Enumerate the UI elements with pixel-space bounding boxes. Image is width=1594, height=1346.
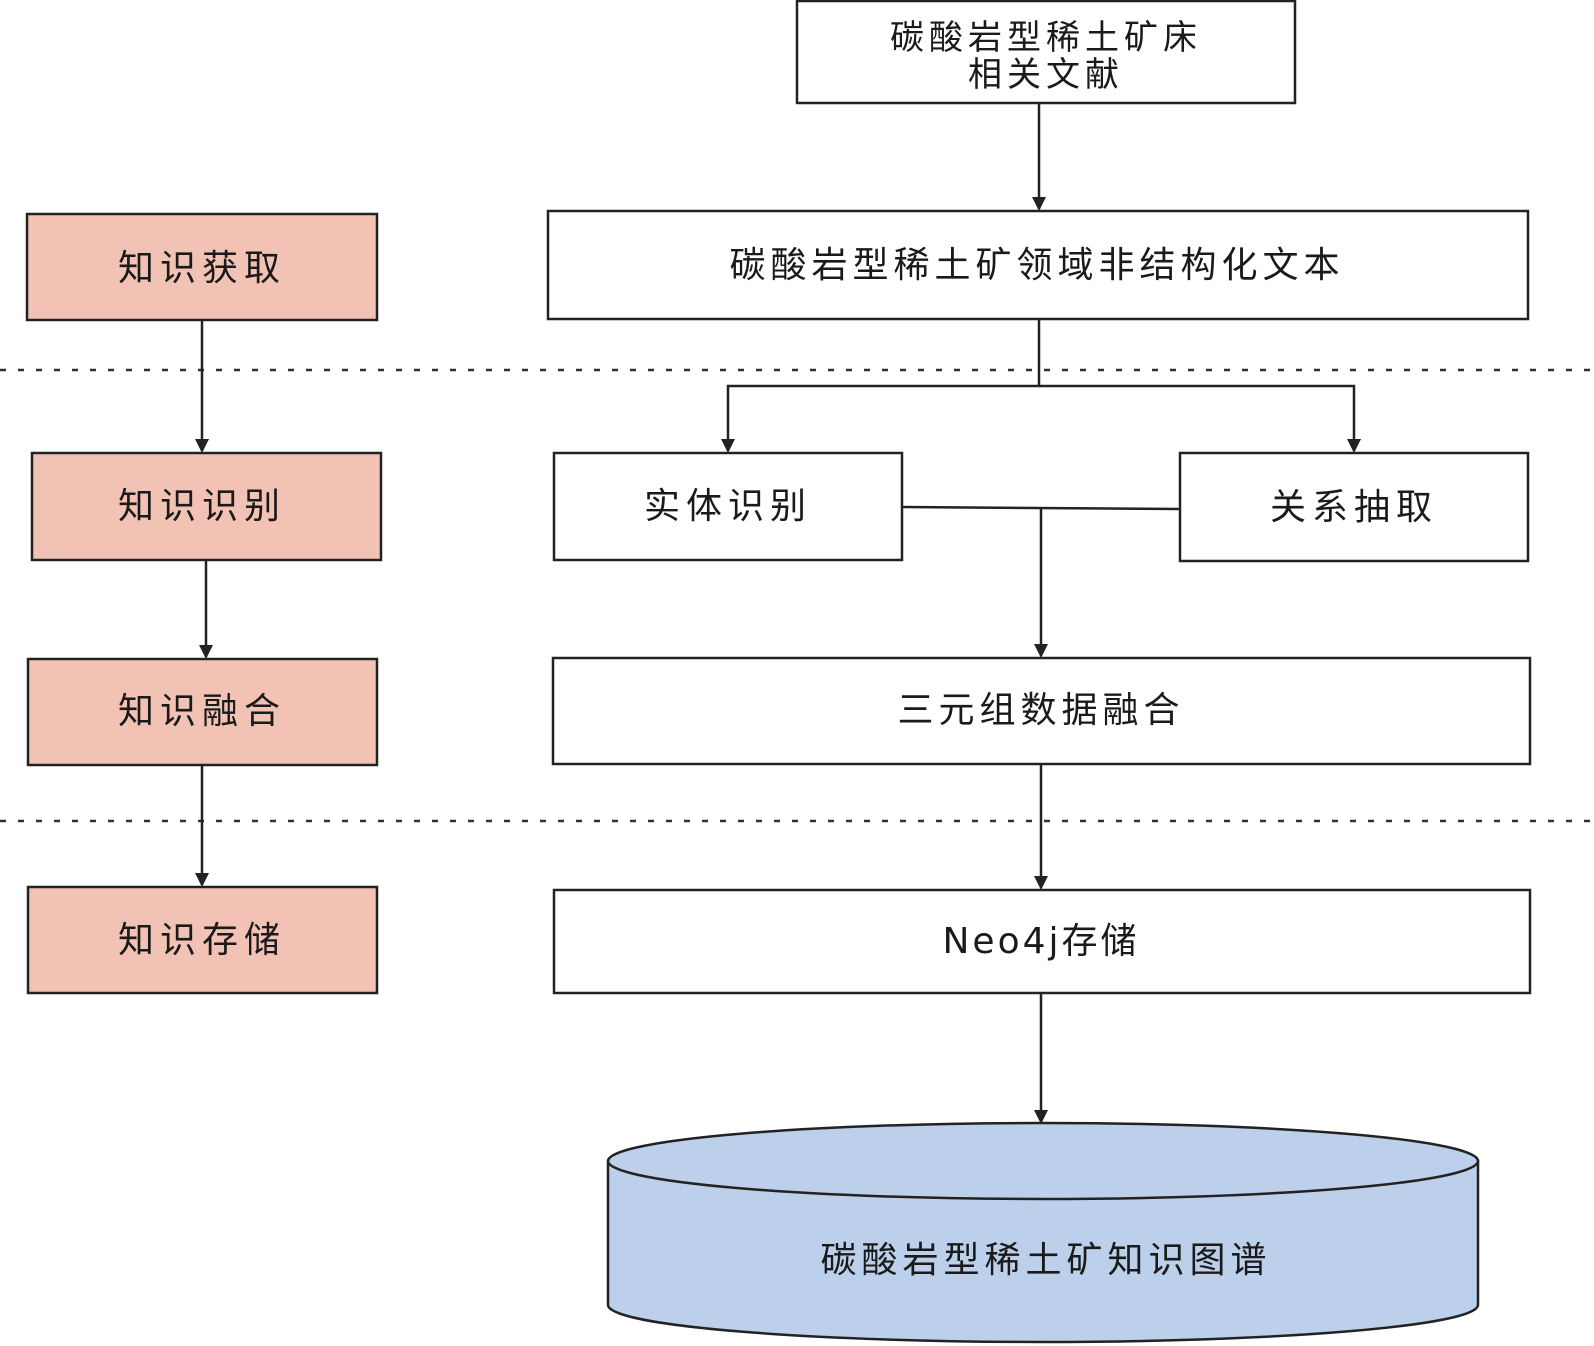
unstructured-text-label: 碳酸岩型稀土矿领域非结构化文本 [729, 245, 1344, 286]
stage-label: 知识获取 [118, 248, 286, 289]
stage-box [25, 212, 379, 322]
literature-label-line1: 碳酸岩型稀土矿床 [890, 18, 1202, 58]
literature-box: 碳酸岩型稀土矿床 相关文献 [795, 0, 1297, 105]
stage-knowledge-recognition: 知识识别 [30, 451, 383, 562]
stage-label: 知识识别 [118, 486, 286, 527]
neo4j-storage-label: Neo4j存储 [942, 921, 1139, 962]
relation-extraction-label: 关系抽取 [1270, 487, 1438, 528]
fork-connector-right [1039, 384, 1361, 453]
entity-recognition-box: 实体识别 [552, 451, 904, 562]
stage-label: 知识存储 [118, 920, 286, 961]
unstructured-text-box: 碳酸岩型稀土矿领域非结构化文本 [546, 209, 1530, 321]
relation-extraction-box: 关系抽取 [1178, 451, 1530, 563]
literature-label-line2: 相关文献 [968, 55, 1124, 95]
neo4j-storage-box: Neo4j存储 [552, 888, 1532, 995]
database-top [606, 1121, 1480, 1201]
triple-fusion-label: 三元组数据融合 [897, 690, 1184, 731]
stage-knowledge-storage: 知识存储 [26, 885, 379, 995]
stage-label: 知识融合 [118, 691, 286, 732]
stage-box [30, 451, 383, 562]
fork-connector [721, 319, 1041, 453]
stage-knowledge-acquisition: 知识获取 [25, 212, 379, 322]
stage-box [26, 885, 379, 995]
entity-recognition-label: 实体识别 [644, 486, 812, 527]
triple-fusion-box: 三元组数据融合 [551, 656, 1532, 766]
knowledge-graph-label: 碳酸岩型稀土矿知识图谱 [820, 1240, 1271, 1281]
database-body [606, 1159, 1480, 1344]
knowledge-graph-database: 碳酸岩型稀土矿知识图谱 [606, 1121, 1480, 1344]
stage-knowledge-fusion: 知识融合 [26, 657, 379, 767]
